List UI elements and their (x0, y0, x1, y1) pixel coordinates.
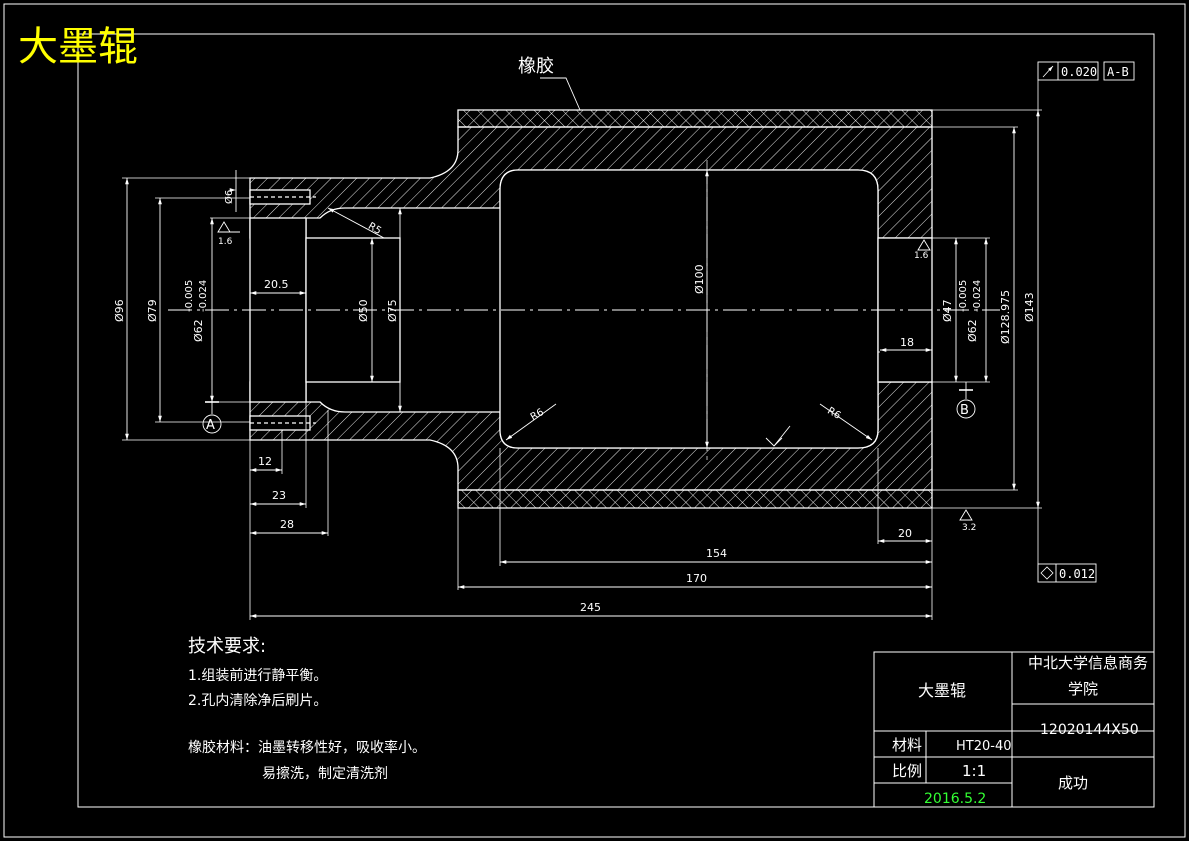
dim-tol-left-upper: -0.005 (184, 280, 195, 312)
dim-245: 245 (580, 601, 601, 614)
tb-material-value: HT20-40 (956, 739, 1012, 754)
roughness-2: 1.6 (914, 251, 929, 261)
dim-d128: Ø128.975 (999, 290, 1012, 344)
outer-border (3, 3, 1186, 838)
datum-b: B (960, 403, 969, 418)
dim-tol-left-lower: -0.024 (198, 280, 209, 312)
dim-170: 170 (686, 572, 707, 585)
technical-notes: 技术要求: 1.组装前进行静平衡。 2.孔内清除净后刷片。 橡胶材料：油墨转移性… (188, 636, 426, 782)
rubber-label: 橡胶 (518, 56, 554, 77)
tb-scale-value: 1:1 (962, 762, 986, 780)
inner-cavity (499, 169, 879, 449)
inner-border (77, 33, 1155, 808)
rubber-layer-bottom (457, 489, 933, 509)
dim-d100: Ø100 (693, 264, 706, 294)
dim-23: 23 (272, 489, 286, 502)
datum-ref-ab: A-B (1107, 65, 1129, 79)
dim-tol-right-lower: -0.024 (972, 280, 983, 312)
tb-date: 2016.5.2 (924, 791, 986, 807)
title-block-text: 大墨辊 中北大学信息商务 学院 12020144X50 材料 HT20-40 比… (892, 654, 1148, 807)
dim-d96: Ø96 (113, 299, 126, 322)
dim-d50: Ø50 (357, 299, 370, 322)
dim-d79: Ø79 (146, 299, 159, 322)
radius-left-top: R5 (366, 221, 383, 237)
notes-line-2: 2.孔内清除净后刷片。 (188, 693, 327, 709)
dim-tol-right-upper: -0.005 (958, 280, 969, 312)
notes-line-1: 1.组装前进行静平衡。 (188, 667, 327, 684)
tb-drawing-no: 12020144X50 (1040, 722, 1139, 738)
title-block (873, 651, 1155, 808)
tb-designer: 成功 (1058, 774, 1088, 792)
dim-20: 20 (898, 527, 912, 540)
dim-d143: Ø143 (1023, 292, 1036, 322)
notes-line-4: 易擦洗，制定清洗剂 (262, 765, 388, 782)
tb-scale-label: 比例 (892, 762, 922, 780)
datum-a: A (206, 418, 215, 433)
dim-154: 154 (706, 547, 727, 560)
tb-school-1: 中北大学信息商务 (1028, 654, 1148, 672)
tb-school-2: 学院 (1068, 680, 1098, 698)
dim-20-5: 20.5 (264, 278, 289, 291)
tb-material-label: 材料 (892, 736, 922, 754)
annotations: 橡胶 0.020 A-B 0.012 A B 1.6 1.6 3.2 R5 R6… (113, 56, 1129, 614)
dim-d62-left: Ø62 (192, 319, 205, 342)
dim-18: 18 (900, 336, 914, 349)
dim-d62-right: Ø62 (966, 319, 979, 342)
runout-value-top: 0.020 (1061, 65, 1097, 79)
notes-heading: 技术要求: (188, 636, 266, 657)
dim-28: 28 (280, 518, 294, 531)
roughness-1: 1.6 (218, 237, 233, 247)
roughness-3: 3.2 (962, 523, 976, 533)
runout-value-bottom: 0.012 (1059, 567, 1095, 581)
dim-d75: Ø75 (386, 299, 399, 322)
notes-line-3: 橡胶材料：油墨转移性好，吸收率小。 (188, 739, 426, 756)
dim-12: 12 (258, 455, 272, 468)
tb-part-name: 大墨辊 (918, 681, 966, 700)
rubber-layer-top (457, 109, 933, 128)
part-section (122, 61, 1135, 620)
dim-d47: Ø47 (941, 299, 954, 322)
dim-d6: Ø6 (223, 190, 235, 204)
drawing-title: 大墨辊 (18, 24, 138, 70)
